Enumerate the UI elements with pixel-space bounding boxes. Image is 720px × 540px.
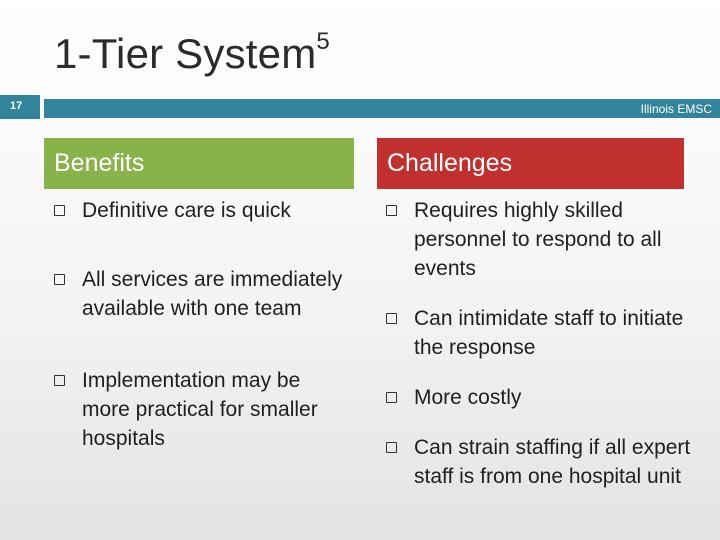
benefits-item: Implementation may be more practical for… [48, 366, 348, 453]
square-bullet-icon [386, 442, 397, 453]
slide-number: 17 [0, 95, 40, 119]
square-bullet-icon [386, 313, 397, 324]
benefits-header: Benefits [44, 138, 354, 189]
slide-title-text: 1-Tier System [54, 30, 317, 77]
challenges-item: Can intimidate staff to initiate the res… [380, 304, 704, 362]
challenges-item: More costly [380, 383, 690, 412]
benefits-item-text: All services are immediately available w… [82, 268, 343, 320]
title-footnote-superscript: 5 [316, 28, 330, 55]
slide-title: 1-Tier System5 [54, 28, 330, 78]
challenges-item-text: More costly [414, 386, 522, 409]
challenges-list: Requires highly skilled personnel to res… [380, 196, 690, 491]
title-underline-bar: Illinois EMSC [44, 99, 720, 118]
square-bullet-icon [386, 205, 397, 216]
square-bullet-icon [54, 205, 65, 216]
square-bullet-icon [386, 392, 397, 403]
challenges-item-text: Can intimidate staff to initiate the res… [414, 307, 684, 359]
organization-label: Illinois EMSC [640, 102, 712, 116]
benefits-item-text: Implementation may be more practical for… [82, 369, 318, 450]
benefits-item: All services are immediately available w… [48, 265, 348, 323]
benefits-item-text: Definitive care is quick [82, 199, 291, 222]
challenges-header: Challenges [377, 138, 684, 189]
benefits-item: Definitive care is quick [48, 196, 348, 225]
challenges-item: Can strain staffing if all expert staff … [380, 433, 704, 491]
square-bullet-icon [54, 274, 65, 285]
challenges-item-text: Can strain staffing if all expert staff … [414, 436, 691, 488]
square-bullet-icon [54, 375, 65, 386]
benefits-list: Definitive care is quick All services ar… [48, 196, 348, 453]
challenges-item-text: Requires highly skilled personnel to res… [414, 199, 662, 280]
challenges-item: Requires highly skilled personnel to res… [380, 196, 704, 283]
